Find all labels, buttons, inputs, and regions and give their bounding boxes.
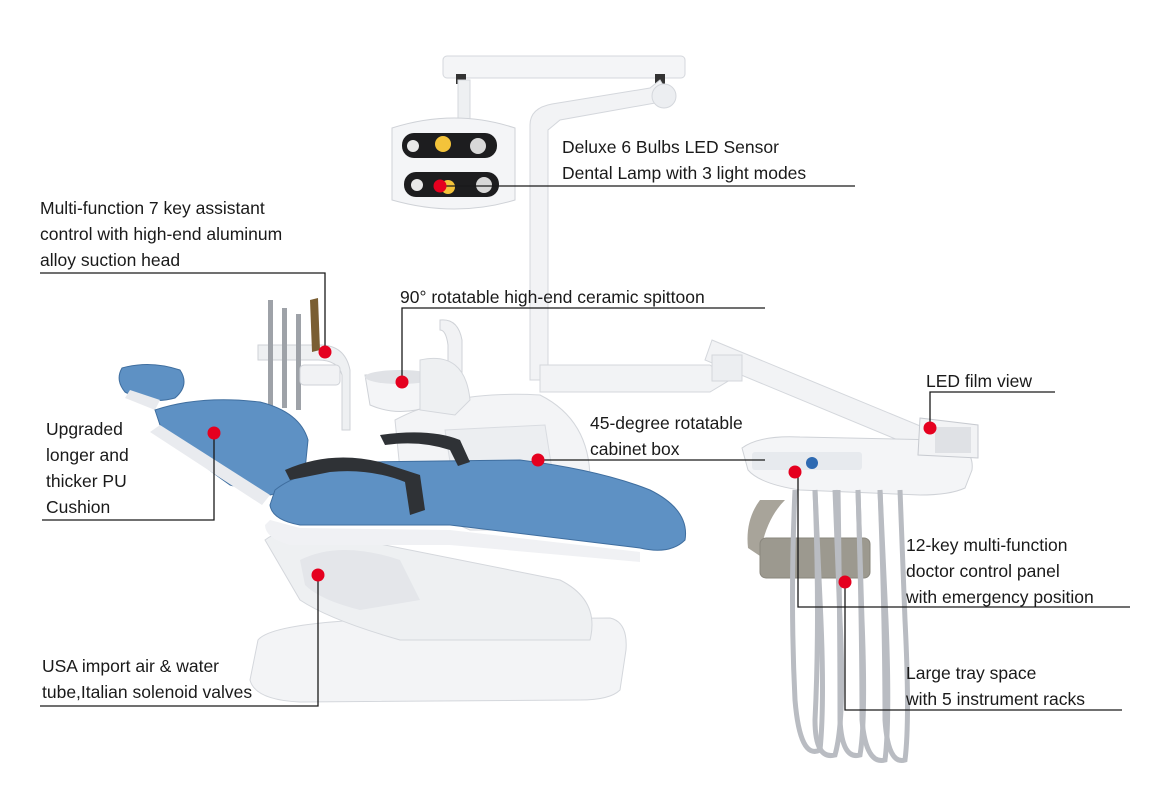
leader-spittoon: [401, 307, 765, 382]
callout-tube-line-2: tube,Italian solenoid valves: [42, 682, 253, 702]
marker-cabinet: [531, 453, 545, 467]
callout-assistant-line-2: control with high-end aluminum: [40, 224, 283, 244]
marker-cushion: [207, 426, 221, 440]
callout-film: LED film view: [926, 368, 1032, 394]
leader-panel: [797, 472, 1130, 608]
callout-panel-line-1: 12-key multi-function: [906, 535, 1068, 555]
leader-tube: [40, 575, 319, 707]
callout-film-line-1: LED film view: [926, 371, 1032, 391]
marker-assistant: [318, 345, 332, 359]
callout-lamp: Deluxe 6 Bulbs LED Sensor Dental Lamp wi…: [562, 134, 806, 186]
callout-tube-line-1: USA import air & water: [42, 656, 219, 676]
callout-assistant-line-1: Multi-function 7 key assistant: [40, 198, 265, 218]
callout-panel-line-3: with emergency position: [906, 587, 1094, 607]
callout-assistant-line-3: alloy suction head: [40, 250, 181, 270]
callout-cushion-line-3: thicker PU: [46, 471, 127, 491]
callout-spittoon-line-1: 90° rotatable high-end ceramic spittoon: [400, 287, 705, 307]
callout-assistant: Multi-function 7 key assistant control w…: [40, 195, 282, 273]
callout-tube: USA import air & water tube,Italian sole…: [42, 653, 252, 705]
callout-lamp-line-1: Deluxe 6 Bulbs LED Sensor: [562, 137, 779, 157]
callout-cushion: Upgraded longer and thicker PU Cushion: [46, 416, 129, 520]
leader-cushion: [42, 433, 215, 521]
chair-base: [249, 529, 627, 703]
marker-tube: [311, 568, 325, 582]
dental-lamp: [391, 117, 516, 210]
callout-cabinet: 45-degree rotatable cabinet box: [590, 410, 743, 462]
callout-tray: Large tray space with 5 instrument racks: [906, 660, 1085, 712]
callout-panel: 12-key multi-function doctor control pan…: [906, 532, 1094, 610]
callout-tray-line-1: Large tray space: [906, 663, 1037, 683]
callout-tray-line-2: with 5 instrument racks: [906, 689, 1085, 709]
marker-lamp: [433, 179, 447, 193]
assistant-holder: [257, 298, 351, 431]
leader-tray: [844, 582, 1122, 711]
marker-film: [923, 421, 937, 435]
callout-cabinet-line-2: cabinet box: [590, 439, 680, 459]
callout-cushion-line-4: Cushion: [46, 497, 111, 517]
marker-panel: [788, 465, 802, 479]
tray-arm: [539, 339, 931, 451]
callout-lamp-line-2: Dental Lamp with 3 light modes: [562, 163, 807, 183]
callout-spittoon: 90° rotatable high-end ceramic spittoon: [400, 284, 705, 310]
doctor-tray: [741, 417, 979, 763]
marker-tray: [838, 575, 852, 589]
marker-spittoon: [395, 375, 409, 389]
callout-cushion-line-1: Upgraded: [46, 419, 123, 439]
leader-assistant: [40, 272, 326, 352]
spittoon: [364, 319, 471, 416]
patient-chair: [118, 364, 687, 562]
leader-lines: [40, 185, 1130, 711]
callout-panel-line-2: doctor control panel: [906, 561, 1060, 581]
callout-cabinet-line-1: 45-degree rotatable: [590, 413, 743, 433]
callout-cushion-line-2: longer and: [46, 445, 129, 465]
leader-film: [929, 391, 1055, 428]
light-post: [442, 55, 686, 381]
markers: [207, 179, 937, 589]
